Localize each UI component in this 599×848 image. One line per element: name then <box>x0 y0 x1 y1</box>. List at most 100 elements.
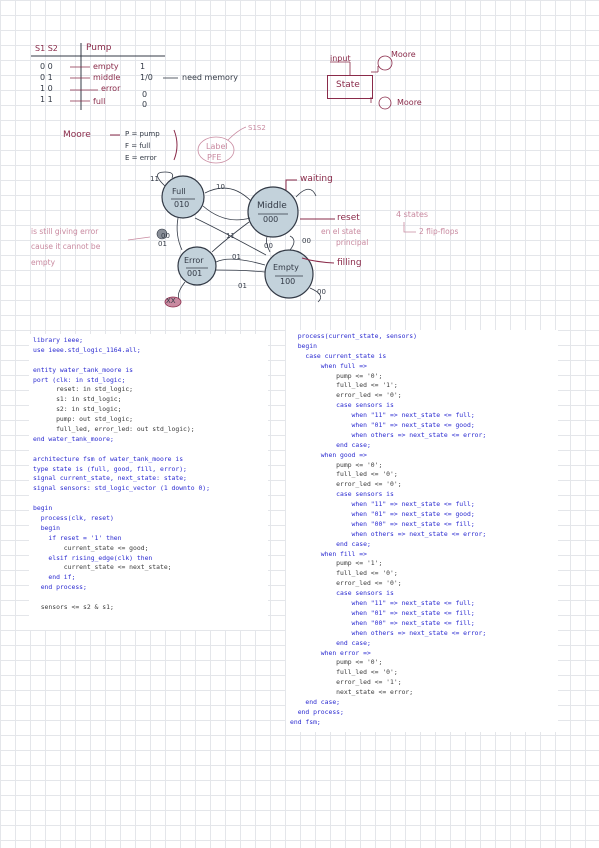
self-loop <box>309 287 322 303</box>
transition-arrow <box>214 269 266 273</box>
code-line: when "11" => next_state <= full; <box>290 411 475 420</box>
code-line: when others => next_state <= error; <box>290 628 487 637</box>
code-line <box>33 593 264 603</box>
code-line: case current_state is <box>290 351 387 360</box>
output-bubble <box>377 55 393 71</box>
code-line <box>33 445 264 455</box>
state-middle <box>247 186 299 238</box>
output-bubble <box>378 96 392 110</box>
state-code: 100 <box>280 277 296 286</box>
code-line: when "11" => next_state <= full; <box>290 599 475 608</box>
code-line: current_state <= good; <box>33 543 149 552</box>
code-line: process(clk, reset) <box>33 514 114 523</box>
code-line: case sensors is <box>290 490 394 499</box>
table-header-pump: Pump <box>86 43 112 53</box>
code-line: full_led <= '0'; <box>290 470 398 479</box>
code-line: signal sensors: std_logic_vector (1 down… <box>33 484 210 493</box>
code-line: end if; <box>33 573 76 582</box>
transition-arrow <box>204 187 252 202</box>
code-line: when "01" => next_state <= good; <box>290 421 475 430</box>
state-box: State <box>327 75 373 99</box>
table-header-s: S1 S2 <box>35 44 58 53</box>
code-line: end process; <box>290 707 344 716</box>
code-line: library ieee; <box>33 336 84 344</box>
code-line: when "01" => next_state <= good; <box>290 510 475 519</box>
state-code: 001 <box>187 269 203 278</box>
state-full <box>161 175 205 219</box>
code-line: pump <= '0'; <box>290 460 383 469</box>
transition-label: 00 <box>317 288 326 296</box>
table-row-bits: 1 0 <box>40 84 53 93</box>
transition-label: 00 <box>264 242 273 250</box>
code-line: full_led <= '0'; <box>290 569 398 578</box>
legend-item: F = full <box>125 142 151 150</box>
code-line: pump <= '0'; <box>290 371 383 380</box>
state-error <box>177 246 217 286</box>
code-line: begin <box>33 504 53 513</box>
input-label: input <box>330 54 351 63</box>
code-line: s2: in std_logic; <box>33 405 122 414</box>
code-line: if reset = '1' then <box>33 533 122 542</box>
code-line: s1: in std_logic; <box>33 395 122 404</box>
code-line: port (clk: in std_logic; <box>33 375 126 384</box>
waiting-note: waiting <box>300 174 333 184</box>
code-line: architecture fsm of water_tank_moore is <box>33 454 184 463</box>
error-note-arrow <box>127 236 151 241</box>
code-line: full_led, error_led: out std_logic); <box>33 425 195 434</box>
code-line: when others => next_state <= error; <box>290 529 487 538</box>
error-note: is still giving error <box>31 227 99 236</box>
code-line: error_led <= '1'; <box>290 678 402 687</box>
moore-output-label: Moore <box>397 98 422 107</box>
code-line: elsif rising_edge(clk) then <box>33 553 153 562</box>
vhdl-code-left: library ieee;use ieee.std_logic_1164.all… <box>29 334 268 630</box>
code-line: end case; <box>290 539 371 548</box>
state-name: Error <box>184 256 204 265</box>
label-word: Label <box>206 142 228 151</box>
self-loop <box>295 188 317 198</box>
waiting-arrow <box>285 179 297 190</box>
code-line: when others => next_state <= error; <box>290 430 487 439</box>
transition-label: XX <box>166 297 176 305</box>
code-line: end water_tank_moore; <box>33 434 114 443</box>
table-row-state: full <box>93 97 106 106</box>
table-row-state: empty <box>93 62 119 71</box>
code-line: full_led <= '0'; <box>290 668 398 677</box>
transition-arrow <box>215 258 266 266</box>
code-line: current_state <= next_state; <box>33 563 172 572</box>
table-row-state: error <box>101 84 121 93</box>
code-line: end process; <box>33 583 87 592</box>
transition-label: 11 <box>226 232 235 240</box>
code-line: pump <= '0'; <box>290 658 383 667</box>
code-line: when good => <box>290 450 367 459</box>
legend-title: Moore <box>63 130 91 140</box>
code-line: sensors <= s2 & s1; <box>33 603 114 612</box>
xx-blob <box>164 296 182 308</box>
code-line: process(current_state, sensors) <box>290 332 417 340</box>
filling-note: filling <box>337 258 362 268</box>
self-loop <box>157 171 174 187</box>
code-line: when error => <box>290 648 371 657</box>
code-line: pump <= '1'; <box>290 559 383 568</box>
transition-arrow <box>176 217 183 251</box>
code-line: error_led <= '0'; <box>290 480 402 489</box>
table-row-bits: 0 0 <box>40 62 53 71</box>
code-line: when "00" => next_state <= fill; <box>290 519 475 528</box>
transition-label: 01 <box>158 240 167 248</box>
code-line: begin <box>33 523 60 532</box>
legend-item: E = error <box>125 154 157 162</box>
transition-label: 01 <box>232 253 241 261</box>
memory-note: need memory <box>182 73 238 82</box>
transition-arrow <box>289 235 295 251</box>
flipflops-note: 2 flip-flops <box>419 227 459 236</box>
code-line: use ieee.std_logic_1164.all; <box>33 345 141 354</box>
code-line: reset: in std_logic; <box>33 385 134 394</box>
table-row-pump: 1/0 <box>140 73 153 82</box>
00-blob <box>156 228 168 240</box>
transition-label: 01 <box>238 282 247 290</box>
state-name: Empty <box>273 263 299 272</box>
self-loop <box>177 281 186 301</box>
error-note: cause it cannot be <box>31 242 101 251</box>
legend-bracket <box>173 129 178 161</box>
reset-note: reset <box>337 213 360 223</box>
code-line: end fsm; <box>290 717 321 726</box>
